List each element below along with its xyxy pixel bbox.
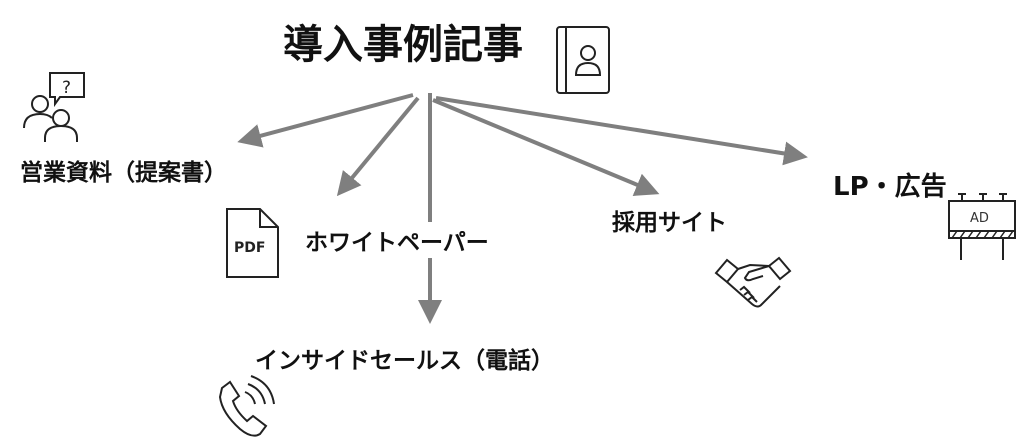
arrow-to-sales-material — [237, 93, 414, 148]
question-mark: ? — [62, 78, 71, 98]
ad-text: AD — [970, 211, 989, 226]
billboard-icon: AD — [948, 193, 1016, 260]
arrow-to-lp-ad — [435, 96, 808, 166]
pdf-text: PDF — [234, 240, 265, 256]
phone-icon — [218, 375, 275, 437]
label-whitepaper: ホワイトペーパー — [305, 230, 489, 256]
label-recruit-site: 採用サイト — [612, 210, 727, 236]
pdf-file-icon: PDF — [226, 208, 279, 278]
people-question-icon: ? — [23, 72, 85, 142]
label-sales-material: 営業資料（提案書） — [20, 159, 227, 186]
label-inside-sales: インサイドセールス（電話） — [255, 347, 554, 374]
arrow-to-whitepaper — [336, 96, 420, 197]
handshake-icon — [714, 256, 792, 308]
label-lp-ad: LP・広告 — [833, 171, 947, 202]
title: 導入事例記事 — [283, 22, 523, 68]
contact-book-icon — [556, 26, 610, 94]
arrow-to-recruit-site — [432, 98, 660, 196]
